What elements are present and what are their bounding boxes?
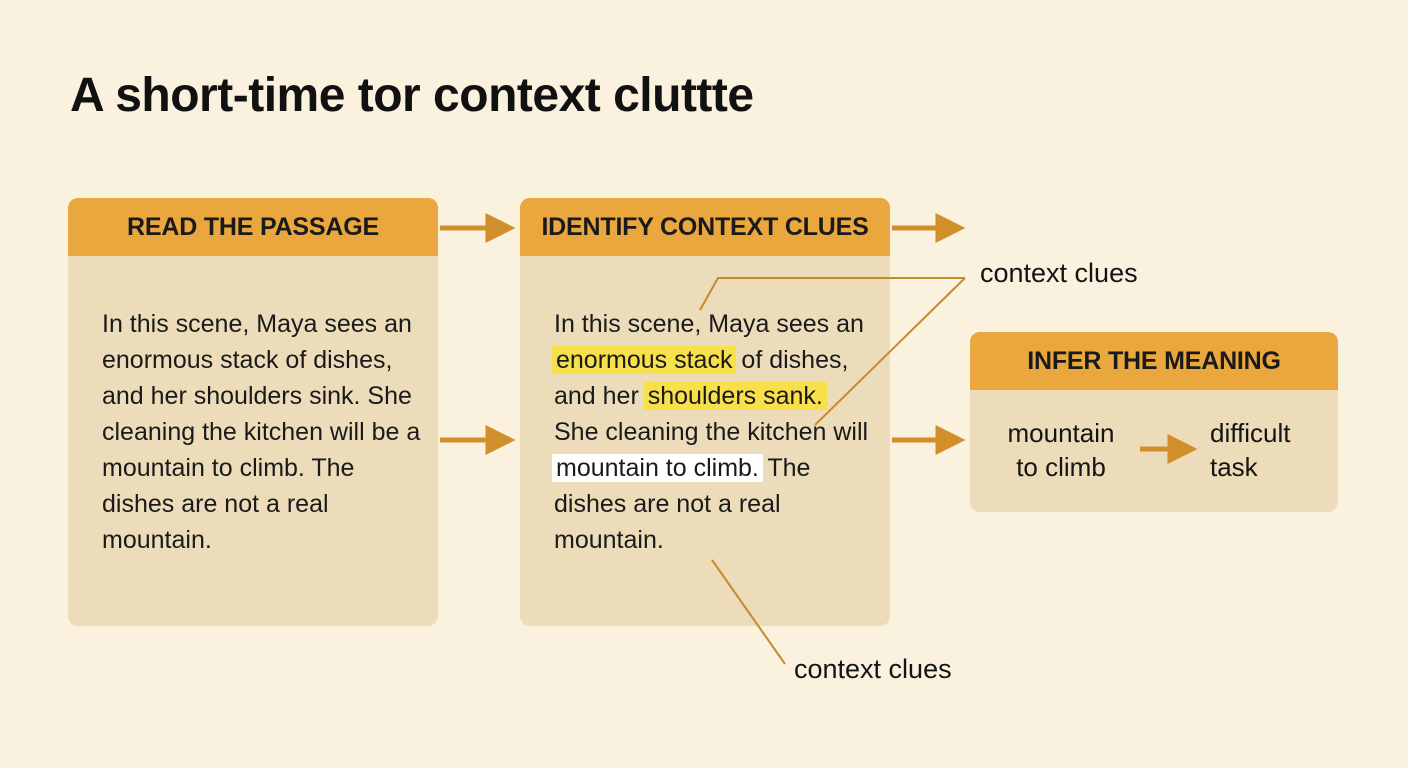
passage-segment: She cleaning the kitchen will <box>554 418 869 446</box>
leader-line <box>711 559 786 665</box>
step-heading: READ THE PASSAGE <box>68 198 438 256</box>
inferred-meaning: difficult task <box>1210 418 1291 482</box>
passage-segment: The dishes are not a real mountain. <box>554 454 811 554</box>
leader-line <box>814 277 966 426</box>
step-read-passage: READ THE PASSAGE In this scene, Maya see… <box>68 198 438 626</box>
step-heading: IDENTIFY CONTEXT CLUES <box>520 198 890 256</box>
clue-highlight: enormous stack <box>552 346 737 374</box>
passage-text: In this scene, Maya sees an enormous sta… <box>102 310 421 554</box>
figurative-phrase: mountain to climb <box>1007 418 1115 482</box>
step-identify-clues: IDENTIFY CONTEXT CLUES In this scene, Ma… <box>520 198 890 626</box>
passage-segment: In this scene, Maya sees an <box>554 310 864 338</box>
page-title: A short-time tor context cluttte <box>70 69 754 122</box>
context-clues-label-bottom: context clues <box>794 654 952 684</box>
clue-highlight: shoulders sank. <box>643 382 827 410</box>
passage-segment: of dishes, and her <box>554 346 849 410</box>
context-clues-label-top: context clues <box>980 258 1138 288</box>
step-heading: INFER THE MEANING <box>970 332 1338 390</box>
leader-line <box>699 277 965 311</box>
passage-text-annotated: In this scene, Maya sees an enormous sta… <box>552 306 874 558</box>
phrase-highlight: mountain to climb. <box>552 454 763 482</box>
step-infer-meaning: INFER THE MEANING mountain to climb diff… <box>970 332 1338 512</box>
